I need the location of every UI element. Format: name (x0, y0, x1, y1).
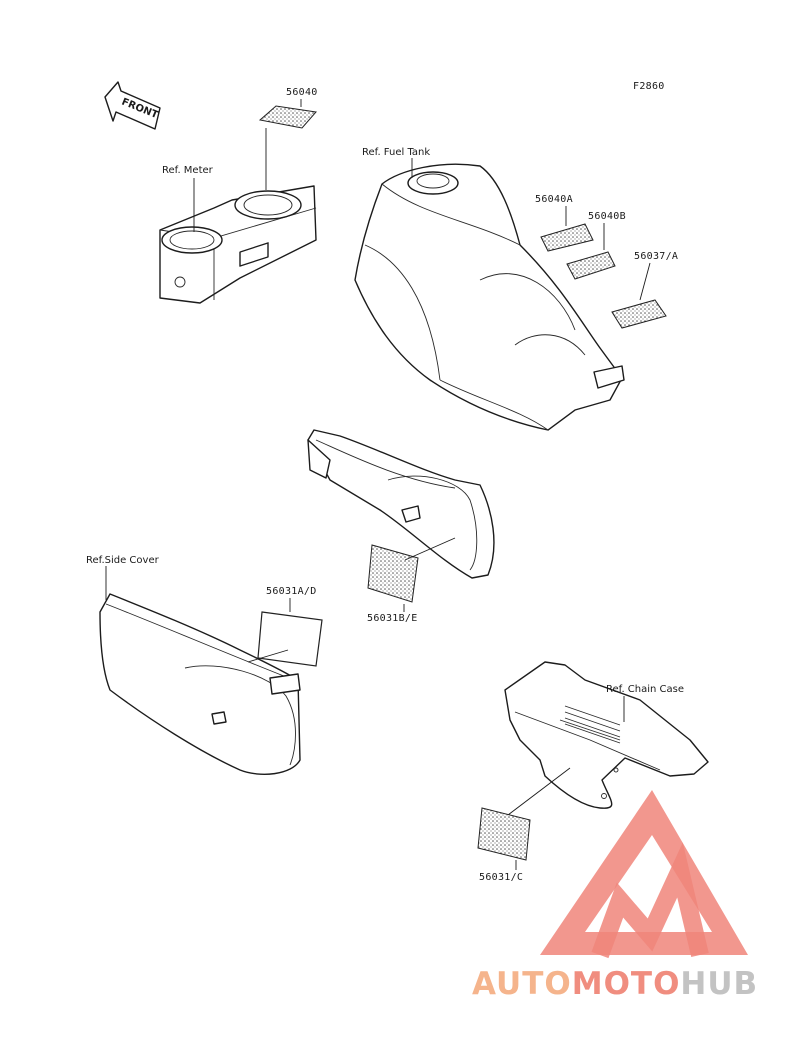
front-arrow: FRONT (104, 81, 161, 130)
watermark-triangle-icon (540, 790, 748, 955)
decal-56040: 56040 (258, 87, 318, 190)
decal-56037A: 56037/A (611, 251, 678, 329)
ref-side-cover-label: Ref.Side Cover (86, 555, 160, 566)
part-56040B-label: 56040B (588, 211, 626, 222)
part-56031C-label: 56031/C (479, 872, 523, 883)
decal-56040B-shape (566, 251, 616, 280)
watermark-logo (540, 790, 748, 959)
ref-fuel-tank-label: Ref. Fuel Tank (362, 147, 430, 158)
front-arrow-icon (104, 81, 161, 130)
ref-meter-label: Ref. Meter (162, 165, 214, 176)
decal-56040A-shape (540, 223, 594, 252)
decal-56031AD: 56031A/D (247, 586, 323, 667)
part-56031BE-label: 56031B/E (367, 613, 418, 624)
watermark-text: AUTOMOTOHUB (472, 966, 758, 1002)
decal-56040-shape (258, 105, 317, 129)
figure-code: F2860 (633, 81, 665, 92)
decal-56040A: 56040A (535, 194, 594, 252)
side-cover-lower: Ref.Side Cover (86, 555, 301, 775)
watermark-auto: AUTO (472, 966, 572, 1002)
watermark-moto: MOTO (572, 966, 681, 1002)
fuel-tank: Ref. Fuel Tank (354, 147, 625, 431)
decal-56031BE: 56031B/E (367, 537, 456, 624)
decal-56031C: 56031/C (477, 767, 571, 883)
decal-56031AD-shape (257, 611, 323, 667)
meter-assembly: Ref. Meter (159, 165, 317, 304)
chain-case: Ref. Chain Case (504, 661, 709, 809)
part-56040A-label: 56040A (535, 194, 573, 205)
part-56040-label: 56040 (286, 87, 318, 98)
decal-56037A-shape (611, 299, 667, 329)
watermark-hub: HUB (680, 966, 758, 1002)
decal-56031BE-shape (367, 544, 419, 603)
part-56037A-label: 56037/A (634, 251, 678, 262)
decal-56031C-shape (477, 807, 531, 861)
ref-chain-case-label: Ref. Chain Case (606, 684, 684, 695)
decal-56040B: 56040B (566, 211, 626, 280)
part-56031AD-label: 56031A/D (266, 586, 317, 597)
